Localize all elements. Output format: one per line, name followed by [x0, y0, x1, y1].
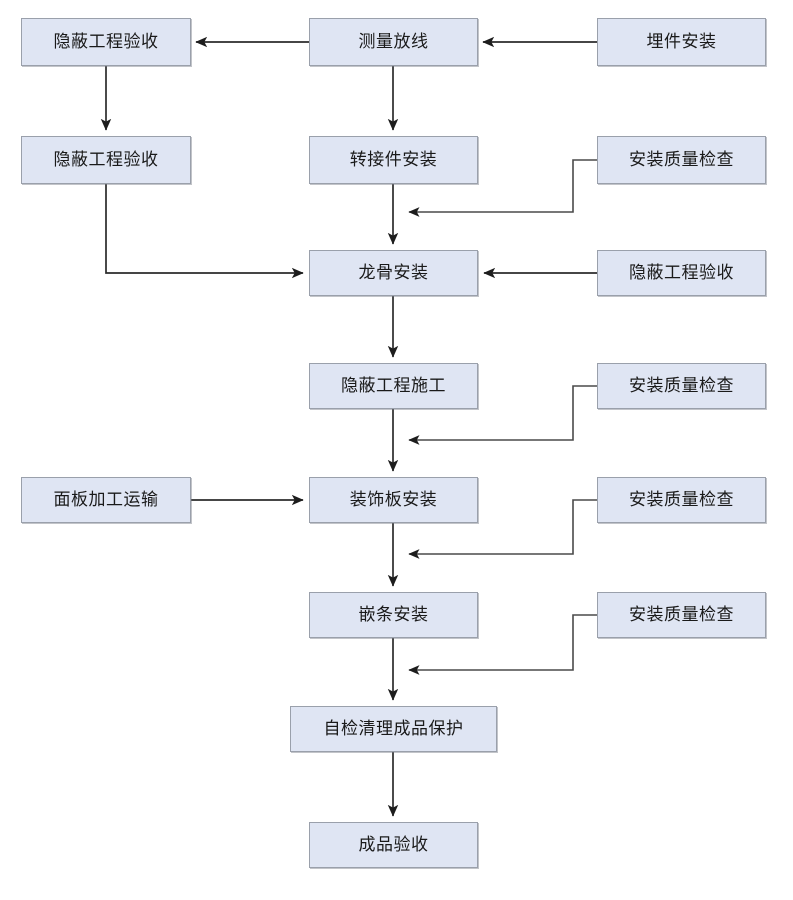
node-label: 自检清理成品保护	[323, 718, 464, 739]
node-zhuanjiejian-anzhuang[interactable]: 转接件安装	[309, 136, 478, 184]
node-label: 隐蔽工程施工	[341, 375, 446, 396]
node-yinbi-gongcheng-yanshou-2[interactable]: 隐蔽工程验收	[21, 136, 191, 184]
node-label: 安装质量检查	[629, 375, 734, 396]
node-maijian-anzhuang[interactable]: 埋件安装	[597, 18, 766, 66]
node-chengpin-yanshou[interactable]: 成品验收	[309, 822, 478, 868]
node-label: 嵌条安装	[358, 604, 429, 625]
node-qiantiao-anzhuang[interactable]: 嵌条安装	[309, 592, 478, 638]
node-anzhuang-zhiliang-jiancha-1[interactable]: 安装质量检查	[597, 136, 766, 184]
node-label: 测量放线	[358, 31, 429, 52]
node-yinbi-gongcheng-shigong[interactable]: 隐蔽工程施工	[309, 363, 478, 409]
node-label: 成品验收	[358, 834, 429, 855]
node-label: 安装质量检查	[629, 489, 734, 510]
node-anzhuang-zhiliang-jiancha-2[interactable]: 安装质量检查	[597, 363, 766, 409]
node-label: 隐蔽工程验收	[629, 262, 734, 283]
node-label: 埋件安装	[646, 31, 717, 52]
node-anzhuang-zhiliang-jiancha-4[interactable]: 安装质量检查	[597, 592, 766, 638]
edge-yinbi2-to-longgu	[105, 184, 304, 279]
node-label: 安装质量检查	[629, 149, 734, 170]
node-longgu-anzhuang[interactable]: 龙骨安装	[309, 250, 478, 296]
node-yinbi-gongcheng-yanshou-1[interactable]: 隐蔽工程验收	[21, 18, 191, 66]
node-label: 安装质量检查	[629, 604, 734, 625]
node-zijian-qingli-chengpin-baohu[interactable]: 自检清理成品保护	[290, 706, 497, 752]
node-label: 龙骨安装	[358, 262, 429, 283]
node-label: 转接件安装	[349, 149, 438, 170]
node-anzhuang-zhiliang-jiancha-3[interactable]: 安装质量检查	[597, 477, 766, 523]
node-label: 装饰板安装	[349, 489, 438, 510]
node-yinbi-gongcheng-yanshou-3[interactable]: 隐蔽工程验收	[597, 250, 766, 296]
node-label: 隐蔽工程验收	[53, 31, 159, 52]
node-mianban-jiagong-yunshu[interactable]: 面板加工运输	[21, 477, 191, 523]
node-zhuangshiban-anzhuang[interactable]: 装饰板安装	[309, 477, 478, 523]
node-label: 面板加工运输	[53, 489, 159, 510]
node-celiang-fangxian[interactable]: 测量放线	[309, 18, 478, 66]
node-label: 隐蔽工程验收	[53, 149, 159, 170]
